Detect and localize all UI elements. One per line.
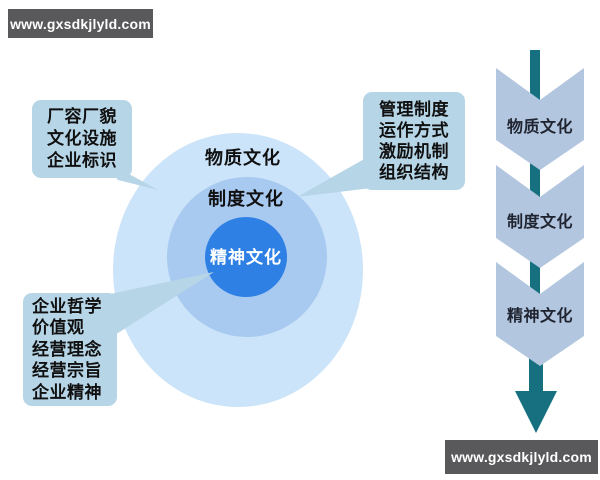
callout-line: 经营宗旨	[32, 361, 102, 381]
callout-institution: 管理制度 运作方式 激励机制 组织结构	[363, 92, 465, 190]
callout-line: 经营理念	[32, 339, 102, 359]
callout-material: 厂容厂貌 文化设施 企业标识	[32, 100, 132, 178]
callout-line: 激励机制	[379, 142, 449, 161]
callout-line: 组织结构	[379, 163, 449, 182]
flow-step-label-material: 物质文化	[506, 119, 573, 136]
callout-line: 厂容厂貌	[47, 107, 117, 126]
watermark-top-left: www.gxsdkjlyld.com	[8, 9, 153, 38]
flow-step-label-institutional: 制度文化	[506, 214, 573, 231]
callout-line: 企业标识	[47, 151, 117, 170]
watermark-text: www.gxsdkjlyld.com	[451, 449, 592, 465]
watermark-text: www.gxsdkjlyld.com	[10, 15, 151, 32]
ring-label-spiritual: 精神文化	[210, 248, 282, 267]
flow-spine-bar	[530, 50, 540, 342]
callout-line: 企业精神	[32, 382, 102, 402]
callout-line: 企业哲学	[32, 296, 102, 316]
ring-spiritual-culture	[205, 217, 287, 297]
down-arrow-shaft-icon	[529, 338, 543, 395]
ring-label-material: 物质文化	[205, 148, 281, 168]
callout-line: 运作方式	[379, 121, 449, 140]
ring-label-institutional: 制度文化	[208, 189, 284, 209]
callout-line: 文化设施	[47, 129, 117, 148]
flow-step-label-spiritual: 精神文化	[506, 308, 573, 325]
down-arrow-head-icon	[515, 391, 557, 433]
callout-line: 价值观	[32, 318, 85, 338]
watermark-bottom-right: www.gxsdkjlyld.com	[445, 440, 598, 474]
callout-line: 管理制度	[379, 100, 449, 119]
callout-spirit: 企业哲学 价值观 经营理念 经营宗旨 企业精神	[23, 293, 117, 406]
